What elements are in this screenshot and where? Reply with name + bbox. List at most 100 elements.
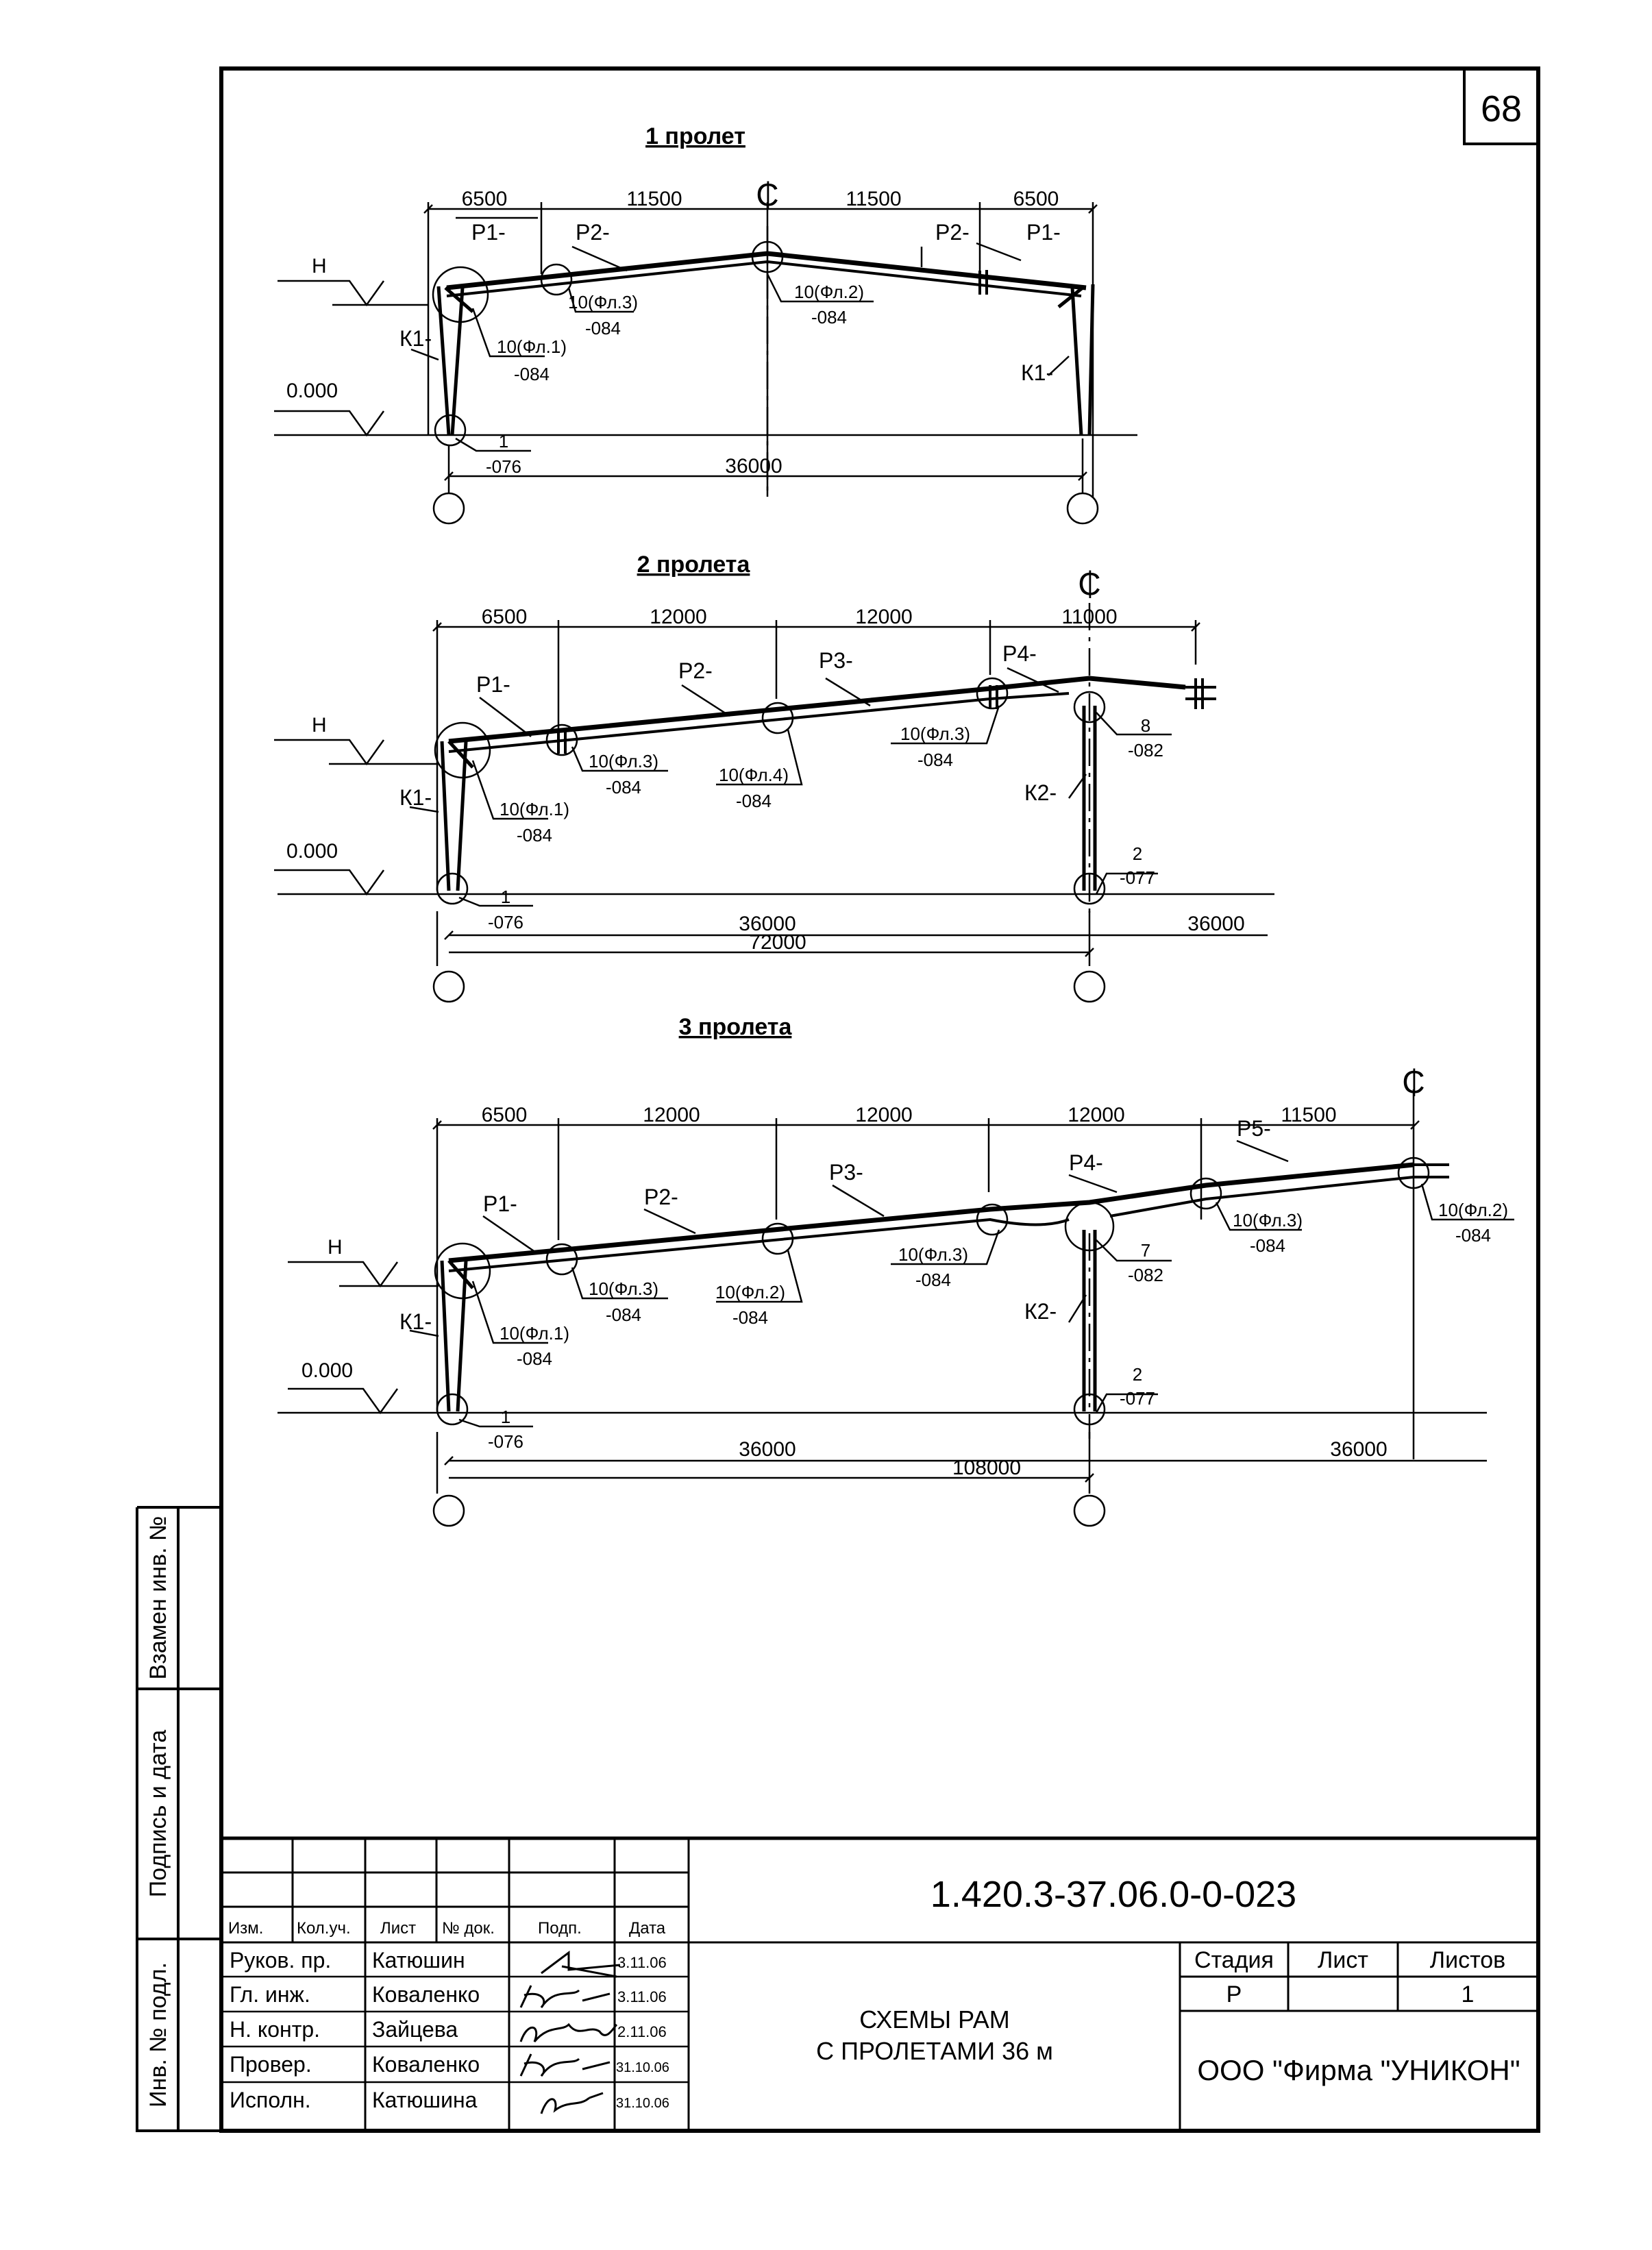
svg-text:-084: -084 (606, 1305, 641, 1325)
frame-3-title: 3 пролета (679, 1014, 793, 1040)
svg-text:Кол.уч.: Кол.уч. (297, 1919, 351, 1938)
svg-text:Р1-: Р1- (471, 220, 506, 245)
svg-text:№ док.: № док. (442, 1919, 495, 1938)
signature (541, 1951, 621, 1978)
signer-date: 2.11.06 (617, 2023, 667, 2040)
svg-text:-077: -077 (1120, 1388, 1155, 1409)
svg-text:1: 1 (499, 431, 508, 452)
svg-text:6500: 6500 (482, 606, 528, 628)
svg-text:-084: -084 (736, 791, 772, 811)
svg-text:-084: -084 (917, 750, 953, 770)
svg-text:Р4-: Р4- (1002, 641, 1037, 666)
frame-2-bottom-dim-line (449, 935, 1268, 952)
frame-1-node-circle (434, 414, 467, 447)
frame-2-node-circle (436, 872, 469, 905)
frame-3-level-marks (288, 1261, 439, 1415)
svg-text:-077: -077 (1120, 867, 1155, 888)
frame-3-level-zero: 0.000 (301, 1359, 353, 1382)
svg-text:7: 7 (1141, 1240, 1150, 1261)
svg-text:Р2-: Р2- (678, 658, 713, 683)
svg-text:10(Фл.2): 10(Фл.2) (1438, 1200, 1508, 1220)
frame-1-node-circle (432, 266, 489, 323)
frame-3-left-column-label: К1- (399, 1309, 432, 1334)
frame-2-node-circle (434, 721, 491, 779)
frame-3-node-circle (976, 1203, 1009, 1236)
sheet-number: 68 (1481, 88, 1522, 129)
frame-2-mid-column (1082, 706, 1097, 891)
signer-date: 3.11.06 (617, 1954, 667, 1971)
svg-text:Лист: Лист (1318, 1947, 1368, 1973)
title-block (221, 1836, 1538, 2131)
svg-text:36000: 36000 (1330, 1438, 1387, 1461)
frame-1-left-column (436, 286, 465, 436)
frame-2-level-h: H (312, 714, 327, 737)
frame-3-node-circle (436, 1393, 469, 1426)
signer-date: 31.10.06 (616, 2060, 669, 2075)
frame-1-top-dims: 6500 11500 11500 6500 (462, 188, 1059, 210)
frame-1-level-marks (274, 280, 428, 437)
signer-role: Исполн. (230, 2088, 311, 2112)
svg-text:Р2-: Р2- (576, 220, 610, 245)
signature (540, 2092, 604, 2114)
frame-3-mid-column (1082, 1230, 1097, 1411)
frame-3-axis-bubble (1073, 1494, 1106, 1527)
frame-3-node-circle (1073, 1393, 1106, 1426)
svg-text:10(Фл.4): 10(Фл.4) (719, 765, 789, 785)
signer-role: Провер. (230, 2052, 312, 2077)
svg-text:10(Фл.1): 10(Фл.1) (497, 336, 567, 357)
svg-text:10(Фл.3): 10(Фл.3) (589, 1278, 658, 1299)
svg-text:10(Фл.1): 10(Фл.1) (500, 799, 569, 819)
frame-1-level-zero: 0.000 (286, 380, 338, 402)
svg-text:-084: -084 (585, 318, 621, 338)
svg-text:-076: -076 (488, 1431, 523, 1452)
company-name: ООО "Фирма "УНИКОН" (1197, 2054, 1520, 2086)
svg-text:10(Фл.2): 10(Фл.2) (794, 282, 864, 302)
frame-3-node-circle (1189, 1177, 1222, 1210)
svg-text:12000: 12000 (1068, 1104, 1124, 1126)
svg-text:К1-: К1- (399, 326, 432, 351)
side-label-sign-date: Подпись и дата (145, 1730, 171, 1898)
frame-2-top-dims: 6500 12000 12000 11000 (482, 606, 1118, 628)
svg-text:Р1-: Р1- (476, 672, 510, 697)
svg-text:Р1-: Р1- (483, 1191, 517, 1216)
frame-1-axis-bubble (432, 492, 465, 525)
frame-2-left-column-label: К1- (399, 785, 432, 810)
frame-3-node-circle (1064, 1201, 1115, 1252)
svg-text:12000: 12000 (650, 606, 706, 628)
frame-2-title: 2 пролета (637, 552, 751, 578)
signer-role: Н. контр. (230, 2017, 320, 2042)
frame-scheme-2: 2 пролета (274, 552, 1274, 1003)
svg-text:6500: 6500 (1013, 188, 1059, 210)
svg-text:-084: -084 (517, 1348, 552, 1369)
svg-text:Р: Р (1226, 1981, 1242, 2007)
svg-text:-084: -084 (514, 364, 550, 384)
signer-role: Гл. инж. (230, 1982, 310, 2007)
frame-scheme-1: 1 пролет 6500 (274, 123, 1137, 525)
frame-1-node-labels: 10(Фл.1) -084 10(Фл.3) -084 10(Фл.2) -08… (486, 282, 864, 477)
svg-text:6500: 6500 (462, 188, 508, 210)
svg-text:-076: -076 (486, 456, 521, 477)
drawing-title-line-1: СХЕМЫ РАМ (859, 2005, 1009, 2033)
svg-text:12000: 12000 (855, 606, 912, 628)
frame-3-node-circle (434, 1242, 491, 1300)
svg-text:-084: -084 (606, 777, 641, 798)
svg-text:2: 2 (1133, 843, 1142, 864)
svg-text:Дата: Дата (629, 1919, 666, 1938)
svg-text:-084: -084 (811, 307, 847, 327)
svg-text:Р4-: Р4- (1069, 1150, 1103, 1175)
svg-text:К1-: К1- (1021, 360, 1053, 385)
svg-text:10(Фл.3): 10(Фл.3) (589, 751, 658, 771)
frame-1-level-h: H (312, 255, 327, 277)
frame-2-node-circle (761, 702, 794, 734)
svg-text:Р3-: Р3- (819, 648, 853, 673)
frame-2-node-circle (976, 677, 1009, 710)
frame-2-axis-mark: ₵ (1078, 566, 1100, 602)
svg-text:36000: 36000 (739, 913, 796, 935)
svg-text:10(Фл.2): 10(Фл.2) (715, 1282, 785, 1302)
svg-text:108000: 108000 (952, 1457, 1021, 1479)
svg-text:12000: 12000 (855, 1104, 912, 1126)
frame-1-span-dim: 36000 (725, 455, 782, 478)
frame-3-mid-column-label: К2- (1024, 1299, 1057, 1324)
signer-date: 31.10.06 (616, 2096, 669, 2111)
